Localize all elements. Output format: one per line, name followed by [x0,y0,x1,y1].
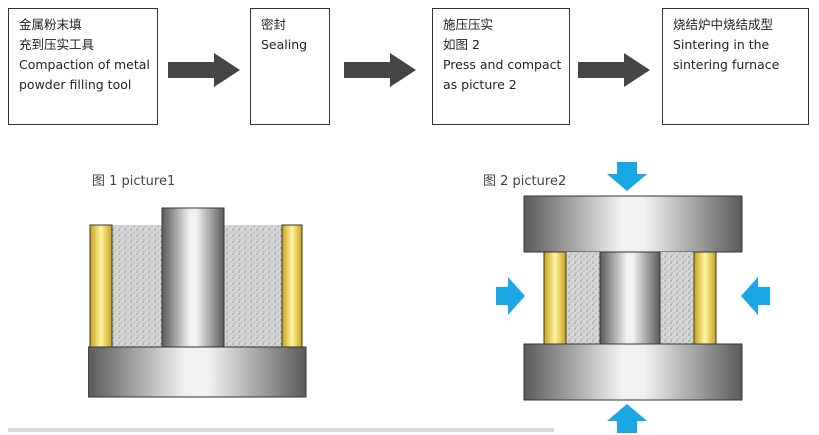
pressure-arrow-right-icon [496,277,525,315]
step-label-cn-1: 施压压实 [443,17,494,32]
step-label-en-1: Press and compact [443,57,562,72]
figure-2-caption: 图 2 picture2 [483,174,567,189]
step-box-sintering: 烧结炉中烧结成型 Sintering in the sintering furn… [662,8,809,125]
flow-arrow-2 [344,53,416,87]
step-label-en-2: powder filling tool [19,77,132,92]
pressure-arrow-left-icon [741,277,770,315]
divider-line [8,428,554,432]
step-label-en-1: Sintering in the [673,37,770,52]
figure-2-press-diagram [496,162,770,433]
top-plate [523,195,743,253]
step-box-press: 施压压实 如图 2 Press and compact as picture 2 [432,8,570,125]
step-label-cn-2: 如图 2 [443,37,480,52]
flow-arrow-3 [578,53,650,87]
bottom-plate [523,343,743,401]
step-label-cn-1: 金属粉末填 [19,17,82,32]
step-box-filling: 金属粉末填 充到压实工具 Compaction of metal powder … [8,8,158,125]
step-box-sealing: 密封 Sealing [250,8,330,125]
flow-arrow-1 [168,53,240,87]
figure-1-die-diagram [88,207,307,398]
gold-insert-right [281,224,303,348]
center-punch [599,251,661,345]
step-label-cn-1: 密封 [261,17,287,32]
gold-insert-left [89,224,113,348]
pressure-arrow-up-icon [607,404,647,433]
step-label-en-2: sintering furnace [673,57,780,72]
step-label-cn-1: 烧结炉中烧结成型 [673,17,774,32]
step-label-en-2: as picture 2 [443,77,517,92]
step-label-en-1: Compaction of metal [19,57,150,72]
base-plate [88,346,307,398]
center-punch [161,207,225,348]
step-label-cn-2: 充到压实工具 [19,37,95,52]
gold-insert-left [543,251,567,345]
pressure-arrow-down-icon [607,162,647,191]
step-label-en-1: Sealing [261,37,308,52]
gold-insert-right [693,251,717,345]
figure-1-caption: 图 1 picture1 [92,174,176,189]
